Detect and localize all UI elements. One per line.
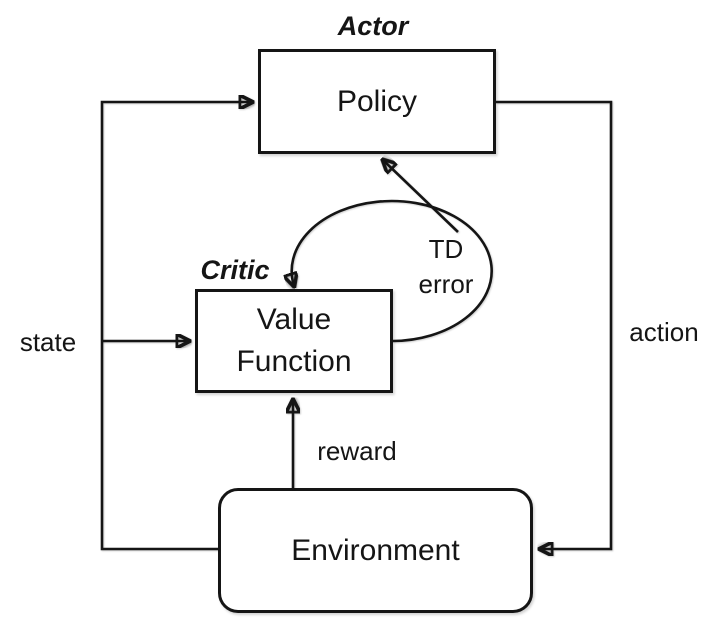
policy-box-label: Policy [336,84,418,118]
action-label: action [629,317,699,347]
value-function-label-line2: Function [236,345,352,378]
policy-to-environment-action-arrow [496,100,613,549]
td-error-label: TD error [419,232,474,302]
td-error-label-line2: error [418,269,474,299]
value-function-label-line1: Value [256,303,332,336]
state-label: state [19,327,77,357]
actor-label: Actor [337,11,409,41]
critic-label: Critic [200,255,270,285]
environment-box-label: Environment [291,533,460,567]
td-error-label-line1: TD [428,234,464,264]
policy-box: Policy [258,49,496,154]
environment-box: Environment [218,488,533,613]
td-error-to-policy-arrow [383,160,459,233]
reward-label: reward [317,436,397,466]
value-function-box: Value Function [195,289,393,393]
